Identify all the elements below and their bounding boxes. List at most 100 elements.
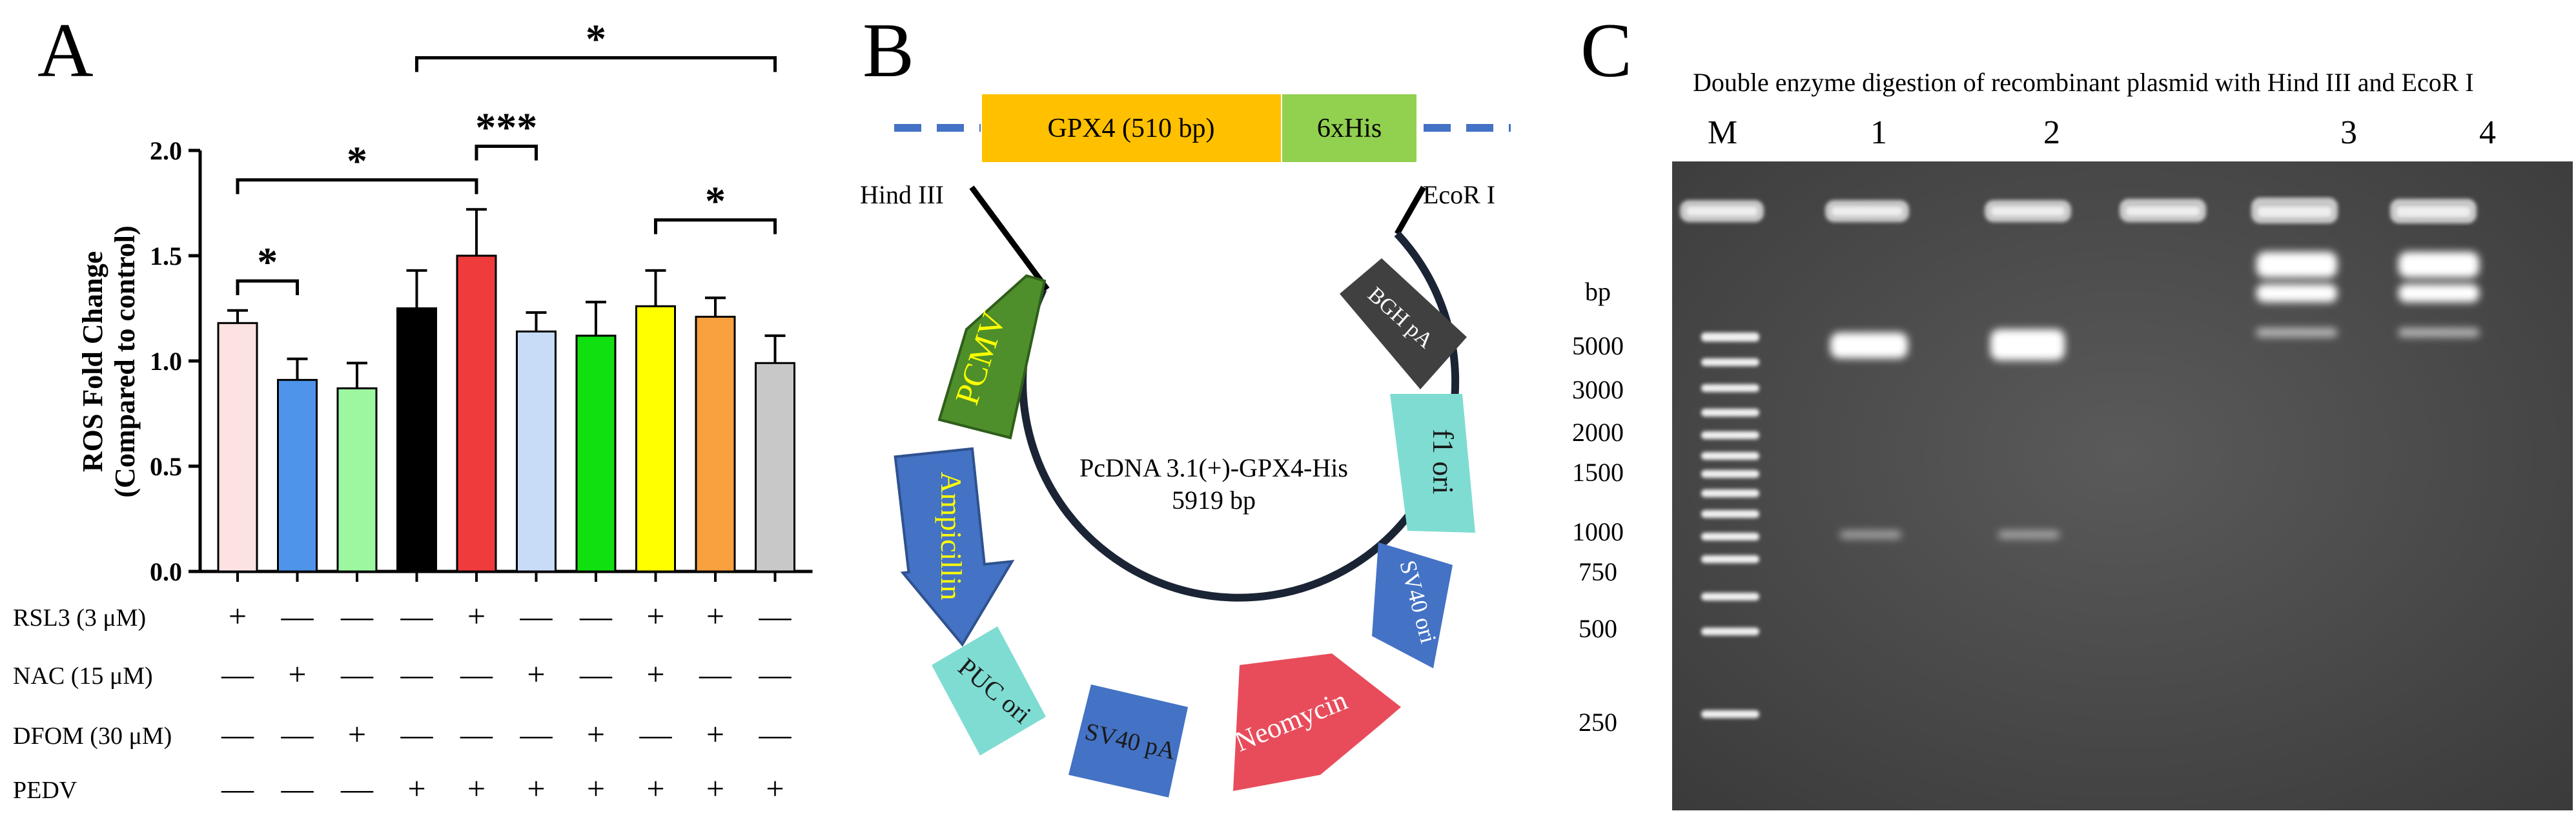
marker-1500: 1500 <box>1572 458 1624 487</box>
condition-sign: + <box>288 656 306 692</box>
panel-b: B GPX4 (510 bp) 6xHis Hind III EcoR I PC… <box>839 0 1549 822</box>
lane-label-m: M <box>1707 114 1738 151</box>
condition-sign: — <box>699 656 732 692</box>
bar <box>217 322 258 573</box>
his-tag-label: 6xHis <box>1317 114 1382 143</box>
condition-sign: + <box>587 716 605 752</box>
y-axis-label: ROS Fold Change(Compared to control) <box>77 225 141 497</box>
condition-sign: — <box>460 716 493 752</box>
sv40-ori-feature: SV40 ori <box>1372 542 1453 668</box>
significance-bracket <box>236 279 299 296</box>
y-tick-label: 0.0 <box>150 557 182 586</box>
condition-sign: + <box>467 598 486 634</box>
ecor1-site-label: EcoR I <box>1423 180 1495 209</box>
lane-label-2: 2 <box>2043 114 2060 151</box>
y-tick-label: 1.0 <box>150 347 182 376</box>
bar <box>456 254 497 573</box>
condition-sign: + <box>706 598 724 634</box>
plasmid-map: GPX4 (510 bp) 6xHis Hind III EcoR I PCMV… <box>860 93 1511 797</box>
condition-label: PEDV <box>13 777 77 804</box>
lane-3-bands <box>2256 252 2337 337</box>
pcmv-feature: PCMV <box>937 274 1047 440</box>
condition-sign: — <box>221 656 254 692</box>
bar <box>575 334 617 573</box>
marker-3000: 3000 <box>1572 375 1624 404</box>
condition-sign: — <box>281 770 314 807</box>
svg-text:f1 ori: f1 ori <box>1427 429 1460 495</box>
sv40-pa-feature: SV40 pA <box>1068 684 1188 797</box>
ecor1-site-line <box>1395 185 1426 236</box>
condition-sign: — <box>520 598 553 634</box>
condition-sign: — <box>340 598 374 634</box>
condition-sign: — <box>221 770 254 807</box>
ampicillin-feature: Ampicillin <box>894 447 1015 647</box>
significance-bracket <box>415 56 777 72</box>
bar <box>277 378 318 573</box>
plasmid-backbone <box>1019 231 1460 602</box>
bgh-pa-feature: BGH pA <box>1340 258 1467 389</box>
condition-sign: + <box>766 770 784 807</box>
condition-sign: — <box>400 598 434 634</box>
gel-image <box>1672 161 2573 810</box>
y-axis-label-line: (Compared to control) <box>109 225 141 497</box>
gpx4-insert-box <box>981 93 1282 163</box>
plasmid-name: PcDNA 3.1(+)-GPX4-His <box>1079 453 1348 482</box>
y-tick-label: 1.5 <box>150 241 182 271</box>
lane-1-bands <box>1830 333 1908 539</box>
significance-bracket <box>475 144 538 161</box>
condition-sign: + <box>646 770 664 807</box>
lane-label-4: 4 <box>2479 114 2496 151</box>
gel-title: Double enzyme digestion of recombinant p… <box>1693 68 2474 97</box>
condition-label: NAC (15 μM) <box>13 663 153 690</box>
bar <box>755 362 795 573</box>
condition-sign: — <box>520 716 553 752</box>
significance-label: * <box>257 239 278 285</box>
lane-label-1: 1 <box>1870 114 1887 151</box>
panel-a-letter: A <box>37 7 94 93</box>
condition-sign: — <box>759 716 792 752</box>
significance-label: *** <box>475 104 537 150</box>
gpx4-insert-label: GPX4 (510 bp) <box>1048 114 1215 143</box>
condition-sign: — <box>759 656 792 692</box>
condition-sign: — <box>400 716 434 752</box>
condition-sign: + <box>527 770 545 807</box>
condition-label: RSL3 (3 μM) <box>13 604 146 632</box>
condition-sign: + <box>706 716 724 752</box>
marker-750: 750 <box>1579 557 1617 586</box>
marker-ladder <box>1701 333 1759 718</box>
lane-2-bands <box>1990 329 2065 539</box>
condition-label: DFOM (30 μM) <box>13 723 172 750</box>
bar <box>635 305 676 573</box>
marker-500: 500 <box>1579 614 1617 643</box>
condition-sign: + <box>467 770 486 807</box>
condition-sign: + <box>646 656 664 692</box>
marker-2000: 2000 <box>1572 418 1624 447</box>
marker-5000: 5000 <box>1572 331 1624 360</box>
condition-sign: + <box>706 770 724 807</box>
condition-sign: — <box>340 770 374 807</box>
condition-sign: — <box>281 598 314 634</box>
condition-sign: + <box>407 770 425 807</box>
significance-bracket <box>236 178 478 194</box>
condition-sign: — <box>221 716 254 752</box>
condition-sign: — <box>639 716 673 752</box>
bar <box>695 316 736 573</box>
condition-sign: + <box>527 656 545 692</box>
y-tick-label: 0.5 <box>150 452 182 481</box>
marker-250: 250 <box>1579 708 1617 737</box>
significance-label: * <box>705 178 726 224</box>
f1-ori-feature: f1 ori <box>1390 394 1475 533</box>
condition-sign: + <box>348 716 366 752</box>
condition-sign: + <box>646 598 664 634</box>
condition-sign: — <box>579 598 613 634</box>
condition-sign: — <box>460 656 493 692</box>
marker-unit-label: bp <box>1585 277 1611 306</box>
condition-sign: — <box>400 656 434 692</box>
y-axis-label-line: ROS Fold Change <box>77 251 108 472</box>
bar <box>396 307 437 573</box>
bar <box>336 387 378 573</box>
condition-sign: — <box>759 598 792 634</box>
lane-label-3: 3 <box>2340 114 2357 151</box>
